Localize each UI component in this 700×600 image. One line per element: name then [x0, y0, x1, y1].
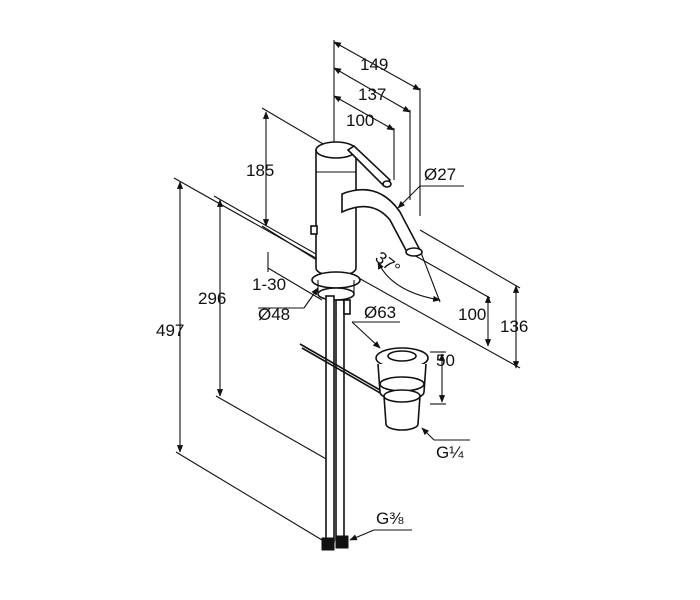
dim-149: 149: [360, 55, 388, 74]
faucet-body: [299, 141, 423, 551]
dim-angle37: 37°: [372, 248, 404, 279]
drain-assembly: [375, 347, 429, 431]
dim-50: 50: [436, 351, 455, 370]
dim-185: 185: [246, 161, 274, 180]
dimension-lines: [173, 40, 521, 541]
dim-100-top: 100: [346, 111, 374, 130]
dim-296: 296: [198, 289, 226, 308]
dim-1-30: 1-30: [252, 275, 286, 294]
dim-dia48: Ø48: [258, 305, 290, 324]
dim-dia27: Ø27: [424, 165, 456, 184]
dim-137: 137: [358, 85, 386, 104]
dim-136: 136: [500, 317, 528, 336]
dim-dia63: Ø63: [364, 303, 396, 322]
dim-g38: G⅜: [376, 509, 404, 528]
dim-100-right: 100: [458, 305, 486, 324]
dim-g14: G¼: [436, 443, 464, 462]
dim-497: 497: [156, 321, 184, 340]
